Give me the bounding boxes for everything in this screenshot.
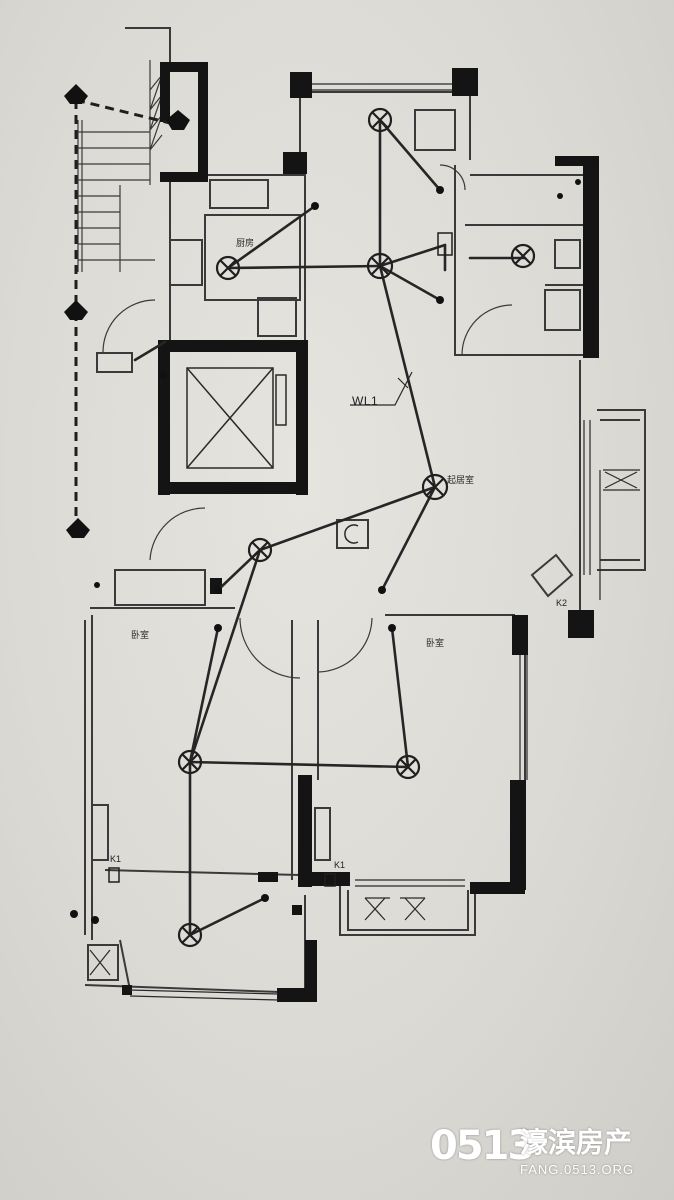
watermark: 0513 濠滨房产 FANG.0513.ORG (430, 1122, 660, 1192)
room-label-kitchen: 厨房 (236, 239, 255, 249)
lamp-1 (64, 84, 88, 104)
sockets (70, 179, 581, 924)
outdoor-lamps (64, 84, 190, 538)
tag-k1-right: K1 (334, 860, 346, 870)
fixture-bedroom-left (177, 749, 203, 775)
wl1-leader (350, 371, 413, 406)
fixture-top-room (367, 107, 393, 133)
fixture-bath (510, 243, 536, 269)
staircase (77, 60, 163, 272)
light-fixtures (177, 107, 536, 948)
watermark-logo: 0513 (430, 1123, 535, 1169)
balcony-fans (89, 469, 640, 976)
watermark-url: FANG.0513.ORG (520, 1162, 635, 1177)
fixture-bedroom-right (395, 754, 421, 780)
switch-boxes (108, 232, 453, 887)
c-symbol (344, 524, 359, 544)
windows (129, 83, 601, 1001)
fixture-entry (247, 537, 273, 563)
fixture-kitchen (215, 255, 241, 281)
tag-k1-left: K1 (110, 854, 122, 864)
tag-k2: K2 (556, 598, 568, 608)
dashed-riser (74, 98, 179, 530)
door-swings (102, 164, 513, 679)
fixture-balcony-left (177, 922, 203, 948)
wiring-label: WL1 (352, 394, 379, 408)
room-label-bedroom-right: 卧室 (426, 639, 445, 649)
lamp-4 (66, 518, 90, 538)
lamp-2 (166, 110, 190, 130)
room-label-living-room: 起居室 (447, 476, 475, 486)
lamp-3 (64, 300, 88, 320)
room-label-bedroom-left: 卧室 (131, 631, 150, 641)
elevator (186, 367, 287, 469)
thick-walls (122, 62, 599, 1002)
watermark-name: 濠滨房产 (520, 1126, 633, 1159)
fixture-hall (366, 252, 394, 280)
fixture-living (421, 473, 449, 501)
wiring-lines (133, 118, 527, 937)
